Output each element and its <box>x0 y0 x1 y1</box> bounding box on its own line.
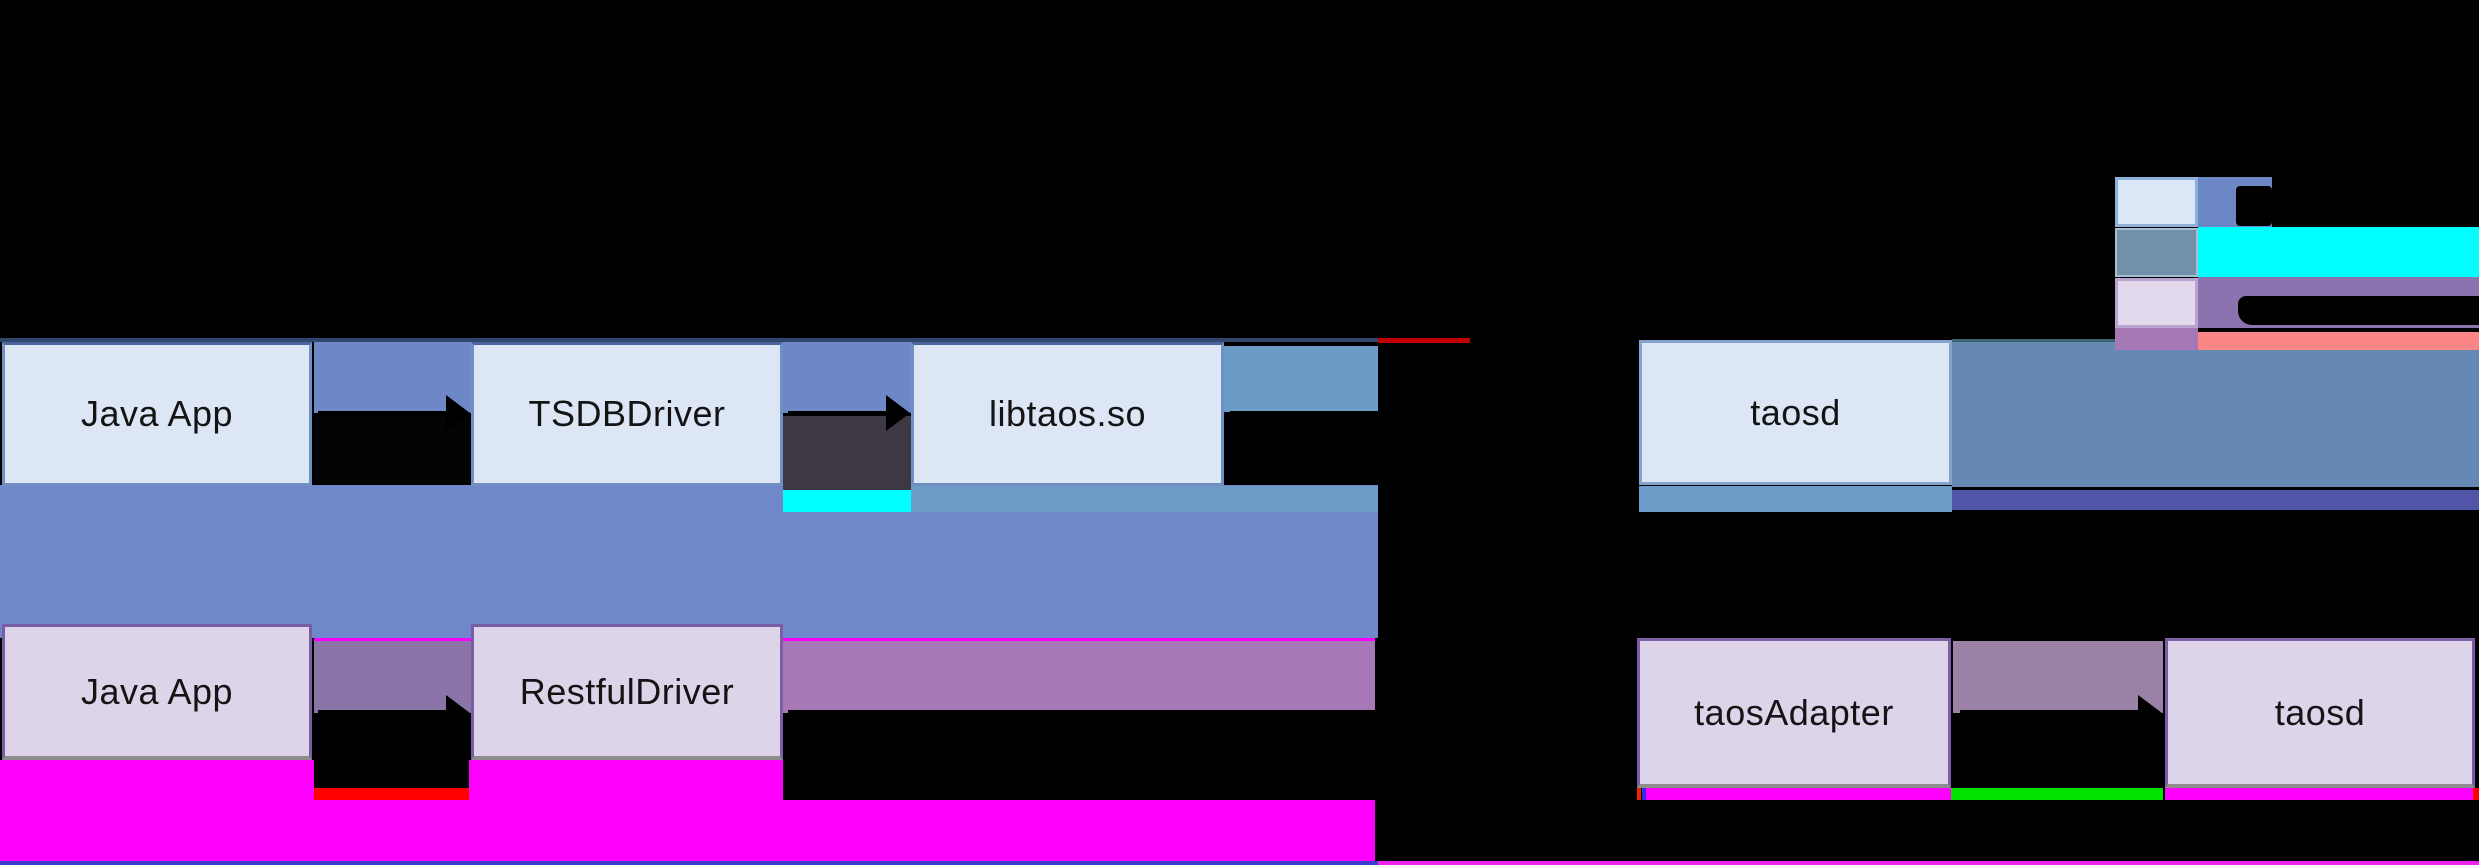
bottom-line-left <box>0 861 1378 865</box>
arrow-rest-driver-to-adapter <box>788 710 1618 716</box>
arrowhead-libtaos-to-taosd <box>1612 395 1636 431</box>
jni-java-app-box: Java App <box>2 342 312 486</box>
arrow-libtaos-to-taosd <box>1230 411 1612 416</box>
arrowhead-jni-app-to-driver <box>446 395 470 431</box>
legend-swatch-rest-box <box>2115 278 2198 328</box>
legend-under-swatch-purple <box>2115 328 2198 350</box>
rest-taosd-box: taosd <box>2165 638 2475 788</box>
row2-pink-top-line <box>314 638 1375 641</box>
taosd2-red-tick <box>2473 788 2479 800</box>
jni-java-app-label: Java App <box>80 393 234 434</box>
adapter-magenta-strip <box>1646 788 1951 800</box>
rest-taosadapter-box: taosAdapter <box>1637 638 1951 788</box>
arrow-adapter-to-taosd <box>1960 710 2140 716</box>
taosd-indigo-band <box>1952 490 2479 510</box>
rest-java-app-label: Java App <box>80 670 234 712</box>
legend-swatch-jni-box <box>2115 177 2198 227</box>
adapter-blue-tick <box>1642 788 1646 800</box>
legend-label-blob-1 <box>2236 186 2272 226</box>
rest-taosadapter-label: taosAdapter <box>1694 691 1894 733</box>
legend-cyan-band <box>2198 227 2479 277</box>
jni-libtaos-label: libtaos.so <box>988 393 1147 434</box>
taosd-under-strip <box>1639 486 1952 512</box>
row2-gap1-black-area <box>314 713 469 788</box>
rest-restfuldriver-box: RestfulDriver <box>471 624 783 760</box>
arrow-driver-to-libtaos <box>788 411 890 416</box>
arrowhead-rest-app-to-driver <box>446 695 470 731</box>
green-highlight-strip <box>1951 788 2163 800</box>
row1-gap1-black-area <box>314 413 471 485</box>
jni-tsdbdriver-box: TSDBDriver <box>471 342 783 486</box>
row2-long-black-area <box>783 713 1375 800</box>
taosd2-magenta-strip <box>2165 788 2473 800</box>
right-row2-gap-black <box>1953 713 2163 788</box>
arrowhead-adapter-to-taosd <box>2138 695 2162 731</box>
taosd-steel-block <box>1952 339 2479 487</box>
rest-taosd-label: taosd <box>2274 691 2366 733</box>
right-row2-gap-band <box>1953 641 2163 713</box>
legend-swatch-steel <box>2115 228 2198 277</box>
adapter-red-tick <box>1637 788 1641 800</box>
row2-long-purple-band <box>783 641 1375 713</box>
row2-gap1-band <box>314 641 471 713</box>
red-line-segment <box>1378 338 1470 343</box>
row1-gap1-band <box>314 342 471 413</box>
legend-label-blob-2 <box>2238 296 2479 325</box>
bottom-line-right <box>1378 861 2479 865</box>
jni-tsdbdriver-label: TSDBDriver <box>528 393 726 434</box>
legend-salmon-band <box>2198 332 2479 350</box>
jni-libtaos-box: libtaos.so <box>911 342 1224 486</box>
arrow-jni-app-to-driver <box>318 411 450 416</box>
arrowhead-rest-driver-to-adapter <box>1610 694 1634 730</box>
libtaos-right-steel-band <box>1224 346 1378 412</box>
arrow-rest-app-to-driver <box>318 710 450 716</box>
row1-top-navy-line <box>0 338 1378 342</box>
arrowhead-driver-to-libtaos <box>886 395 910 431</box>
jni-taosd-box: taosd <box>1639 340 1952 485</box>
cyan-highlight-strip <box>783 490 911 512</box>
row2-gap1-red-strip <box>314 788 469 800</box>
rest-restfuldriver-label: RestfulDriver <box>519 670 735 712</box>
jni-taosd-label: taosd <box>1750 391 1841 433</box>
rest-java-app-box: Java App <box>2 624 312 760</box>
